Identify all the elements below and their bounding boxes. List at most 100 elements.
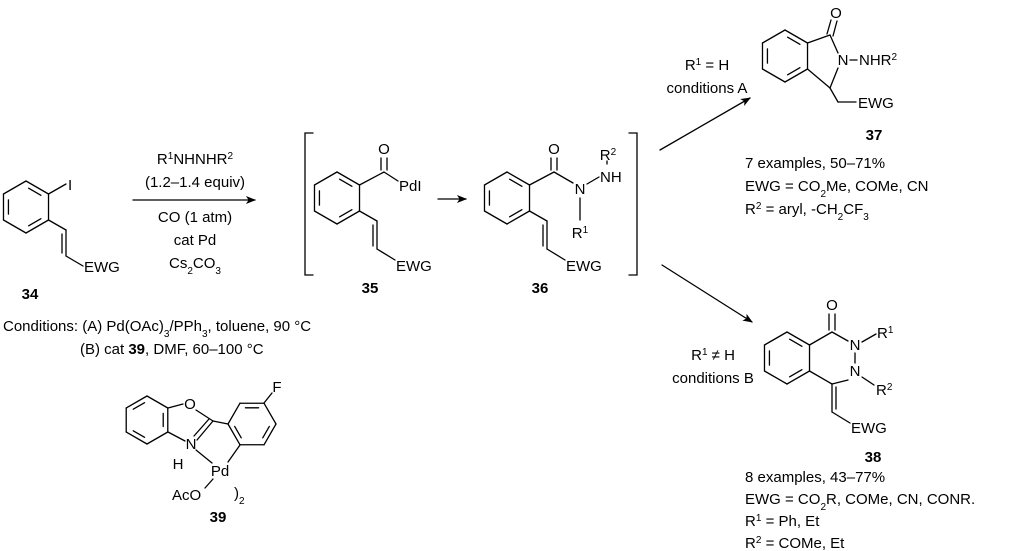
result-line: R1 = Ph, Et — [745, 513, 820, 531]
text-segment: R — [157, 151, 168, 168]
bond — [831, 331, 849, 342]
text-segment: = Ph, Et — [761, 513, 820, 530]
text-segment: = H — [701, 57, 729, 74]
ring-bond — [761, 29, 786, 44]
branch-b-conditions: R1 ≠ H conditions B — [672, 347, 754, 388]
dimer-bracket: )2 — [234, 485, 245, 507]
text-segment: /PPh — [169, 318, 202, 335]
branch-a-substituent: R1 = H — [685, 57, 729, 75]
aromatic-double-bond — [132, 402, 146, 410]
ring-bond — [336, 171, 361, 186]
results-38: 8 examples, 43–77% EWG = CO2R, COMe, CN, … — [745, 469, 975, 551]
ring-bond — [263, 423, 277, 446]
subscript: 3 — [863, 212, 869, 223]
nitrogen-atom: N — [575, 181, 586, 198]
subscript: 2 — [820, 189, 826, 200]
superscript: 2 — [228, 151, 234, 162]
bond — [808, 331, 833, 346]
result-line: 7 examples, 50–71% — [745, 155, 885, 172]
compound-label-36: 36 — [532, 280, 549, 297]
ring-bond — [125, 431, 148, 445]
compound-35: O PdI EWG 35 — [362, 141, 432, 297]
ring-bond — [146, 395, 169, 409]
text-segment: R — [745, 535, 756, 551]
reagent-hydrazine: R1NHNHR2 — [157, 151, 234, 169]
superscript: 2 — [887, 382, 893, 393]
ring-bond — [506, 210, 531, 225]
bond — [212, 420, 229, 425]
double-bond — [832, 20, 838, 37]
reaction-arrow-b — [661, 264, 753, 323]
text-segment: R — [572, 225, 583, 242]
text-segment: NHR — [859, 52, 892, 69]
nh-group: NH — [600, 169, 622, 186]
aromatic-double-bond — [508, 178, 523, 187]
ewg-group: EWG — [851, 420, 887, 437]
aromatic-double-bond — [338, 178, 353, 187]
ring-bond — [506, 171, 531, 186]
aromatic-double-bond — [788, 338, 803, 347]
bond — [167, 403, 184, 409]
text-segment: Me, COMe, CN — [826, 178, 929, 195]
ewg-group: EWG — [396, 258, 432, 275]
bond — [65, 255, 84, 267]
ring-bond — [125, 395, 148, 409]
compound-label-35: 35 — [362, 280, 379, 297]
superscript: 1 — [702, 347, 708, 358]
compound-39: O N H Pd AcO F )2 39 — [172, 379, 282, 526]
bond — [586, 176, 600, 185]
bond — [528, 171, 555, 186]
result-line: EWG = CO2R, COMe, CN, CONR. — [745, 491, 975, 513]
nitrogen-atom-1: N — [850, 337, 861, 354]
ring-bond — [483, 171, 508, 186]
oxygen-atom: O — [548, 141, 560, 158]
superscript: 2 — [756, 201, 762, 212]
ring-bond — [784, 68, 809, 83]
double-bond — [826, 19, 832, 35]
oxygen-atom: O — [826, 297, 838, 314]
aromatic-double-bond — [786, 67, 801, 76]
bond — [829, 67, 839, 89]
aromatic-double-bond — [27, 187, 42, 196]
text-segment: EWG = CO — [745, 178, 820, 195]
subscript: 2 — [820, 502, 826, 513]
reagent-base: Cs2CO3 — [169, 255, 221, 277]
text-segment: ≠ H — [708, 347, 735, 364]
nitrogen-atom: N — [838, 52, 849, 69]
r2-substituent: R2 — [600, 147, 617, 165]
ewg-group: EWG — [566, 258, 602, 275]
text-segment: , toluene, 90 °C — [208, 318, 312, 335]
aromatic-double-bond — [788, 369, 803, 378]
reagent-equiv: (1.2–1.4 equiv) — [145, 174, 245, 191]
bond — [546, 248, 566, 261]
bond — [167, 431, 186, 442]
text-segment: R — [685, 57, 696, 74]
acetoxy-group: AcO — [172, 487, 201, 504]
ring-bond — [263, 402, 277, 425]
ring-bond — [761, 68, 786, 83]
result-line: 8 examples, 43–77% — [745, 469, 885, 486]
superscript: 1 — [756, 513, 762, 524]
superscript: 1 — [168, 151, 174, 162]
subscript: 2 — [239, 496, 245, 507]
nitrogen-atom: N — [186, 436, 197, 453]
bond — [861, 376, 875, 386]
superscript: 2 — [756, 535, 762, 546]
ring-bond — [483, 210, 508, 225]
ring-bond — [784, 29, 809, 44]
nhr2-group: NHR2 — [859, 52, 898, 70]
ring-bond — [227, 402, 241, 425]
compound-label-34: 34 — [22, 286, 39, 303]
ring-bond — [763, 331, 788, 346]
reagent-co: CO (1 atm) — [158, 209, 232, 226]
aromatic-double-bond — [262, 425, 270, 439]
text-segment: EWG = CO — [745, 491, 820, 508]
palladium-atom: Pd — [211, 463, 229, 480]
double-bond — [193, 418, 210, 437]
r1-substituent: R1 — [572, 225, 589, 243]
bond — [831, 379, 849, 385]
bond — [806, 34, 831, 44]
aromatic-double-bond — [786, 36, 801, 45]
bond — [829, 34, 839, 54]
